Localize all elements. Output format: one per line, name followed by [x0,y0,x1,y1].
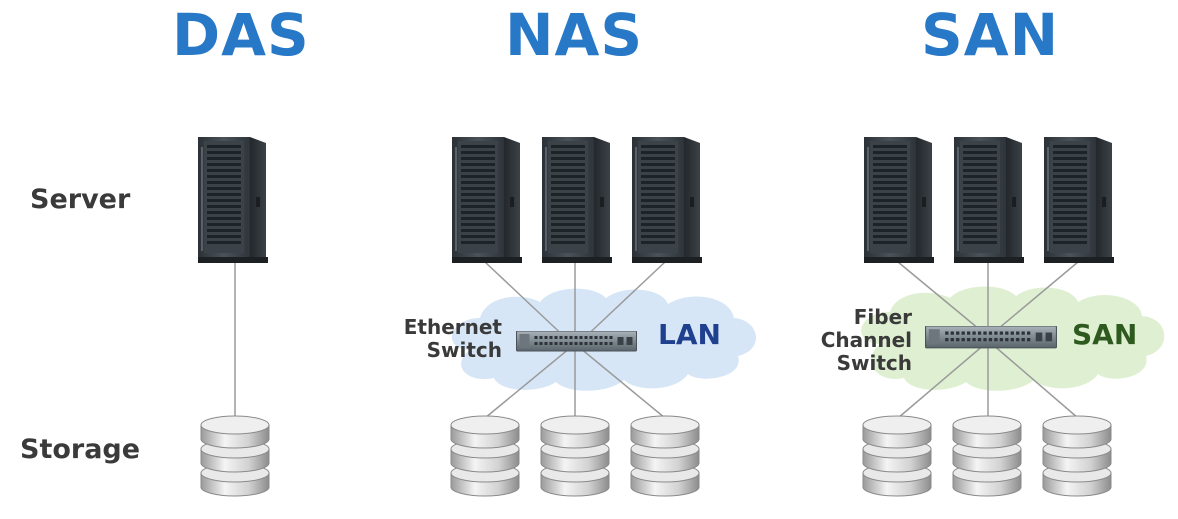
heading-das: DAS [172,1,310,69]
san-storage-icon-3 [1042,415,1112,497]
san-storage-icon-2 [952,415,1022,497]
ethernet-switch-label-line-1: Ethernet [403,315,502,339]
row-label-server: Server [30,184,131,215]
row-label-storage: Storage [20,434,141,465]
heading-san: SAN [921,1,1060,69]
san-server-icon-3 [1044,137,1114,263]
san-server-icon-1 [864,137,934,263]
heading-nas: NAS [505,1,644,69]
ethernet-switch-label-line-2: Switch [426,338,502,362]
fiber-channel-switch-icon [924,326,1058,349]
nas-storage-icon-2 [540,415,610,497]
ethernet-switch-label: Ethernet Switch [398,316,502,362]
das-storage-icon [200,415,270,497]
nas-server-icon-1 [452,137,522,263]
das-column [198,137,270,497]
san-network-label: SAN [1072,318,1138,351]
nas-storage-icon-3 [630,415,700,497]
ethernet-switch-icon [515,331,638,352]
nas-server-icon-2 [542,137,612,263]
das-server-icon [198,137,268,263]
san-links [897,261,1079,419]
nas-server-icon-3 [632,137,702,263]
san-server-icon-2 [954,137,1024,263]
san-column [861,137,1165,497]
nas-links [484,261,666,419]
fiber-channel-switch-label-line-2: Channel [820,328,912,352]
fiber-channel-switch-label: Fiber Channel Switch [808,306,912,375]
nas-column [450,137,757,497]
san-storage-icon-1 [862,415,932,497]
fiber-channel-switch-label-line-3: Switch [836,351,912,375]
fiber-channel-switch-label-line-1: Fiber [853,305,912,329]
nas-storage-icon-1 [450,415,520,497]
lan-label: LAN [658,318,721,351]
